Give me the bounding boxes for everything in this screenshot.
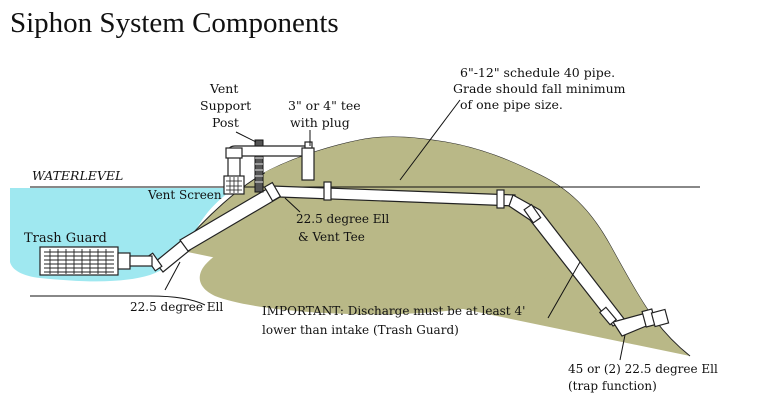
- pipe-couplings: [145, 181, 670, 328]
- trash-guard-adapter: [129, 255, 153, 267]
- pipe-descending-segment: [508, 194, 626, 327]
- vent-tee-riser: [301, 147, 315, 181]
- important-note-2: lower than intake (Trash Guard): [262, 323, 459, 337]
- earth-berm-fill: [265, 136, 655, 320]
- trash-guard-label: Trash Guard: [24, 231, 107, 246]
- tee-label-1: 3" or 4" tee: [288, 98, 361, 113]
- vent-support-label-1: Vent: [209, 81, 238, 96]
- vent-support-label-3: Post: [212, 115, 239, 130]
- tee-label-2: with plug: [290, 115, 350, 130]
- trap-ell-label-2: (trap function): [568, 379, 657, 393]
- pipe-spec-label-2: Grade should fall minimum: [453, 81, 626, 96]
- trash-guard-grid: [44, 249, 114, 274]
- vent-screen-label: Vent Screen: [147, 188, 222, 202]
- pipe-spec-label-3: of one pipe size.: [460, 97, 563, 112]
- trap-ell-label-1: 45 or (2) 22.5 degree Ell: [568, 362, 718, 376]
- intake-ell-label: 22.5 degree Ell: [130, 300, 223, 314]
- ell-vent-tee-label-1: 22.5 degree Ell: [296, 212, 389, 226]
- diagram-title: Siphon System Components: [10, 7, 339, 39]
- water-level-label: WATERLEVEL: [32, 168, 123, 183]
- vent-support-label-2: Support: [200, 98, 251, 113]
- vent-screen-grid: [226, 177, 242, 193]
- leader-lines: [164, 99, 626, 361]
- important-note-1: IMPORTANT: Discharge must be at least 4': [262, 304, 525, 318]
- ground-line: [30, 295, 206, 306]
- earth-mound: [199, 218, 551, 315]
- pipe-spec-label-1: 6"-12" schedule 40 pipe.: [460, 65, 615, 80]
- tee-plug: [304, 141, 313, 149]
- vent-elbow-cap: [225, 147, 243, 159]
- vent-support-post: [254, 139, 264, 193]
- ell-vent-tee-label-2: & Vent Tee: [298, 230, 365, 244]
- trash-guard-collar: [117, 252, 131, 270]
